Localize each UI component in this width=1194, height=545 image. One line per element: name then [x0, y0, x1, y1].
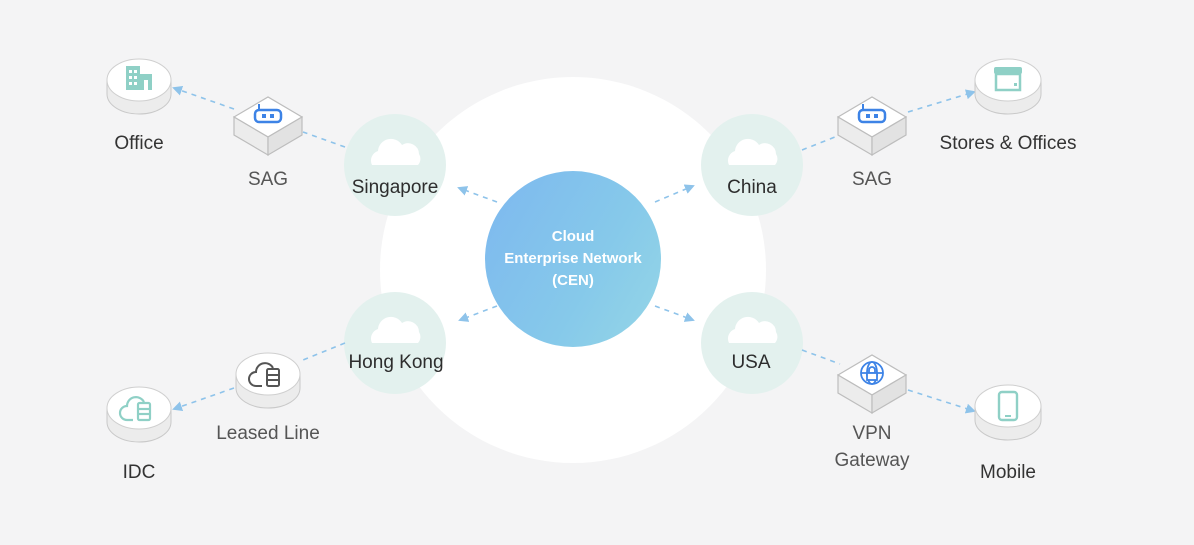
cloud-server-icon: [248, 362, 280, 387]
vpn-label-line2: Gateway: [834, 450, 910, 471]
region-label-singapore: Singapore: [351, 177, 439, 198]
globe-lock-icon: [860, 361, 884, 385]
router-icon: [253, 104, 283, 124]
cen-hub: Cloud Enterprise Network (CEN): [485, 171, 661, 347]
sag-device-left: [232, 96, 304, 157]
vpn-gateway-device: [836, 354, 908, 415]
hub-title-line3: (CEN): [552, 272, 594, 289]
connector-hub-usa: [654, 305, 695, 322]
router-icon: [857, 104, 887, 124]
device-label-vpn-gateway: VPN Gateway: [835, 420, 910, 474]
endpoint-mobile: [974, 384, 1042, 441]
region-label-hongkong: Hong Kong: [348, 352, 444, 373]
cloud-server-icon: [118, 396, 152, 422]
connector-usa-vpn: [801, 349, 841, 365]
connector-hub-china: [654, 184, 695, 203]
endpoint-label-mobile: Mobile: [980, 462, 1036, 483]
building-icon: [126, 66, 152, 90]
device-label-sag-left: SAG: [247, 169, 289, 190]
connector-sag-stores: [907, 89, 976, 113]
region-label-usa: USA: [731, 352, 771, 373]
mobile-icon: [997, 390, 1019, 422]
connector-vpn-mobile: [907, 389, 976, 414]
hub-title-line1: Cloud: [551, 228, 595, 245]
connector-hongkong-leased: [302, 342, 346, 361]
cloud-icon: [727, 316, 778, 343]
connector-china-sag: [801, 134, 841, 151]
connector-sag-office: [172, 85, 235, 110]
connector-hub-hongkong: [458, 305, 498, 322]
region-label-china: China: [727, 177, 777, 198]
device-label-leased-line: Leased Line: [216, 423, 320, 444]
cloud-icon: [370, 316, 421, 343]
cloud-icon: [370, 138, 421, 165]
endpoint-label-idc: IDC: [122, 462, 156, 483]
cloud-icon: [727, 138, 778, 165]
connector-singapore-sag: [302, 131, 346, 148]
hub-title-line2: Enterprise Network: [504, 250, 642, 267]
connector-leased-idc: [172, 387, 235, 412]
store-icon: [994, 67, 1022, 92]
endpoint-stores: [974, 58, 1042, 115]
endpoint-office: [106, 58, 172, 115]
leased-line-device: [235, 352, 301, 409]
sag-device-right: [836, 96, 908, 157]
endpoint-label-stores: Stores & Offices: [939, 133, 1077, 154]
connector-hub-singapore: [457, 186, 498, 203]
endpoint-label-office: Office: [114, 133, 164, 154]
vpn-label-line1: VPN: [852, 423, 892, 444]
device-label-sag-right: SAG: [851, 169, 893, 190]
endpoint-idc: [106, 386, 172, 443]
